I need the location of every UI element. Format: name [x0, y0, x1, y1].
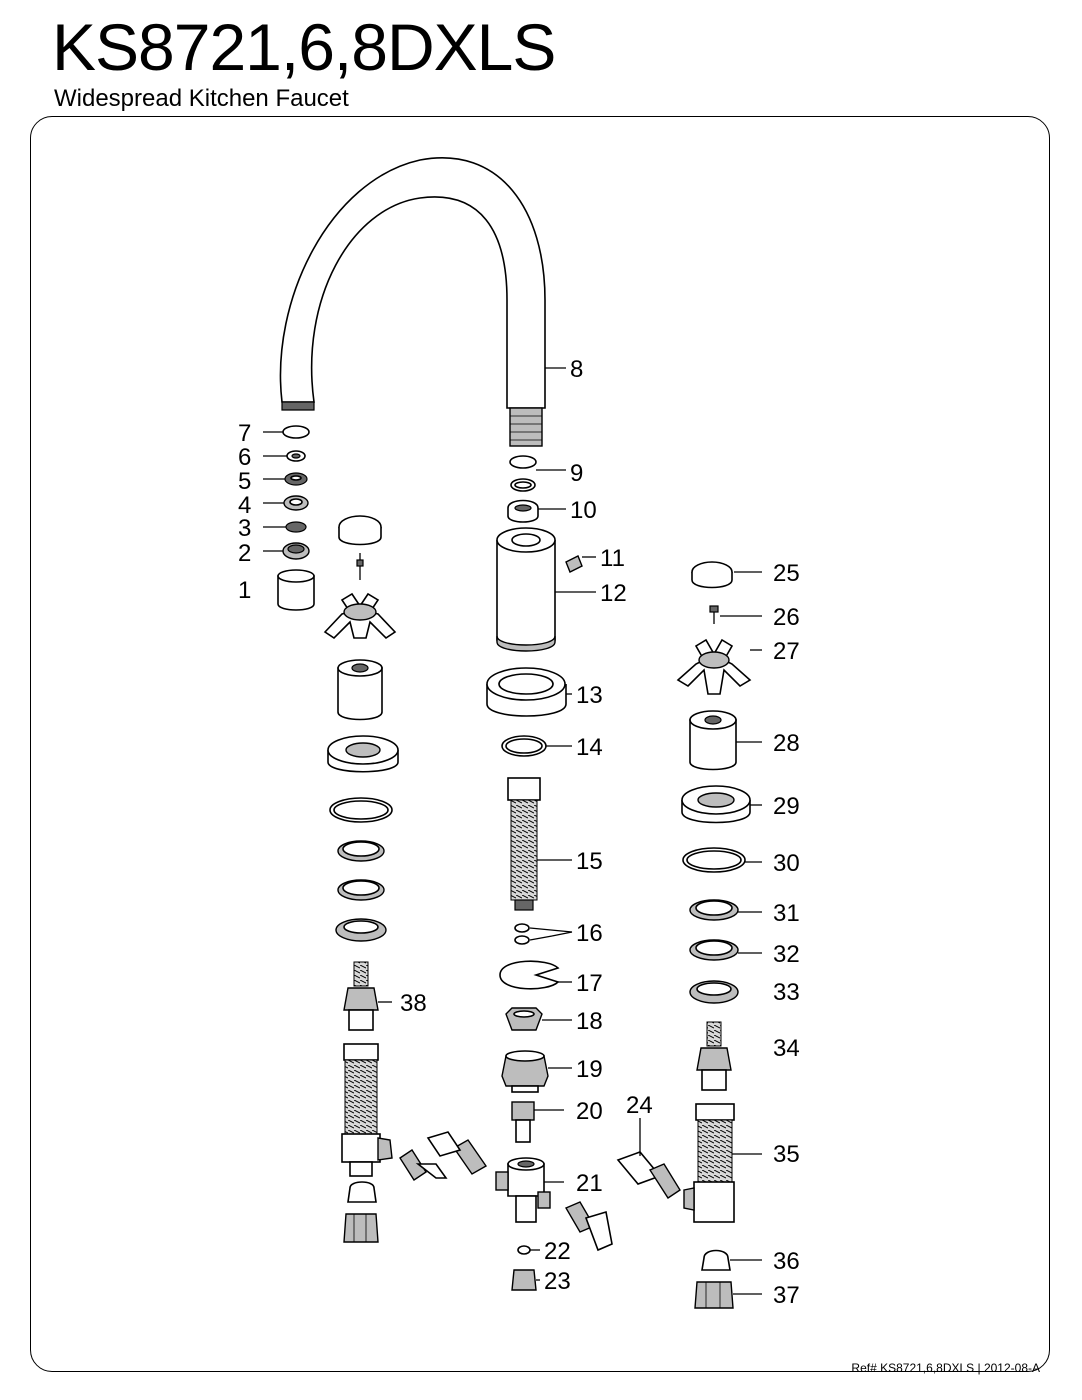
part-label: 18	[576, 1008, 603, 1035]
leader-lines	[263, 367, 762, 1295]
part-label: 37	[773, 1282, 800, 1309]
diagram-frame	[30, 116, 1050, 1372]
left-handle-assembly	[323, 515, 488, 1243]
part-label: 5	[238, 468, 251, 495]
part-label: 3	[238, 515, 251, 542]
part-label: 17	[576, 970, 603, 997]
part-label: 20	[576, 1098, 603, 1125]
reference-note: Ref# KS8721,6,8DXLS | 2012-08-A	[851, 1361, 1040, 1375]
part-label: 31	[773, 900, 800, 927]
part-label: 13	[576, 682, 603, 709]
part-label: 1	[238, 577, 251, 604]
part-label: 16	[576, 920, 603, 947]
part-label: 2	[238, 540, 251, 567]
spout-part	[279, 157, 546, 447]
part-label: 6	[238, 444, 251, 471]
part-label: 14	[576, 734, 603, 761]
part-label: 36	[773, 1248, 800, 1275]
part-label: 15	[576, 848, 603, 875]
part-label: 34	[773, 1035, 800, 1062]
part-label: 19	[576, 1056, 603, 1083]
part-label: 23	[544, 1268, 571, 1295]
part-number-labels: 1 2 3 4 5 6 7 8 9 10 11 12 13 14 15 16 1…	[238, 356, 800, 1309]
part-label: 26	[773, 604, 800, 631]
part-label: 35	[773, 1141, 800, 1168]
part-label: 29	[773, 793, 800, 820]
aerator-parts	[277, 425, 315, 611]
part-label: 33	[773, 979, 800, 1006]
product-subtitle: Widespread Kitchen Faucet	[54, 85, 349, 112]
part-label: 38	[400, 990, 427, 1017]
part-label: 28	[773, 730, 800, 757]
part-label: 11	[600, 545, 625, 572]
part-label: 10	[570, 497, 597, 524]
part-label: 21	[576, 1170, 603, 1197]
part-label: 25	[773, 560, 800, 587]
part-label: 8	[570, 356, 583, 383]
part-label: 22	[544, 1238, 571, 1265]
model-number: KS8721,6,8DXLS	[52, 10, 556, 84]
right-handle-assembly	[616, 561, 752, 1309]
part-label: 4	[238, 492, 251, 519]
part-label: 12	[600, 580, 627, 607]
part-label: 24	[626, 1092, 653, 1119]
part-label: 30	[773, 850, 800, 877]
part-label: 27	[773, 638, 800, 665]
center-spout-column	[486, 455, 613, 1291]
part-label: 9	[570, 460, 583, 487]
part-label: 32	[773, 941, 800, 968]
part-label: 7	[238, 420, 251, 447]
